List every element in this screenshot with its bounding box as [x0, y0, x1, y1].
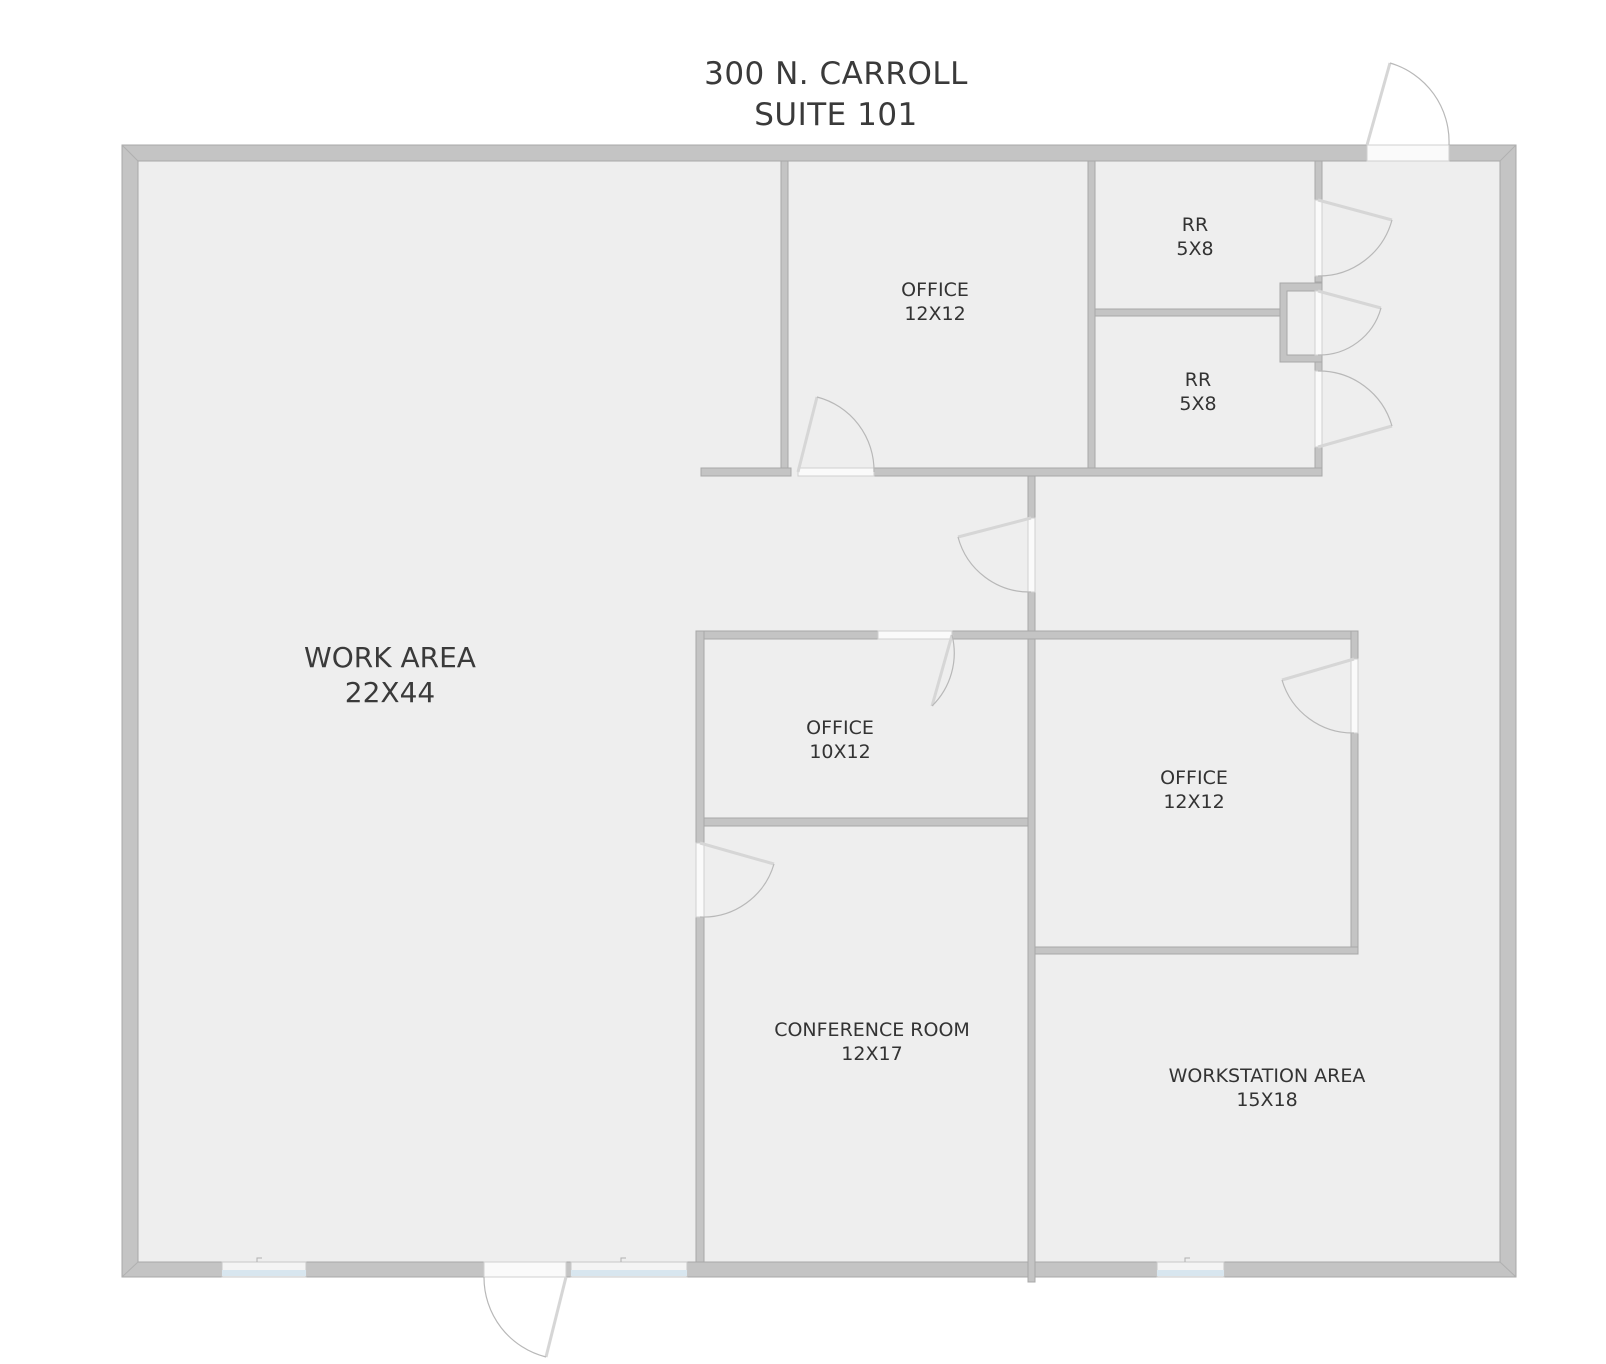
room-label-office-top: OFFICE 12X12 — [901, 278, 969, 326]
room-label-conference: CONFERENCE ROOM 12X17 — [774, 1018, 970, 1066]
room-size: 12X12 — [904, 303, 966, 325]
room-size: 22X44 — [344, 676, 436, 709]
room-size: 12X12 — [1163, 791, 1225, 813]
windows — [221, 1257, 1225, 1278]
floor-area — [138, 161, 1500, 1262]
room-name: WORK AREA — [304, 641, 476, 674]
room-label-rr-upper: RR 5X8 — [1176, 213, 1213, 261]
room-size: 12X17 — [841, 1043, 903, 1065]
room-name: RR — [1181, 214, 1209, 236]
room-name: CONFERENCE ROOM — [774, 1019, 970, 1041]
door-swings — [483, 62, 1450, 1358]
title-line-address: 300 N. CARROLL — [704, 56, 968, 92]
room-size: 10X12 — [809, 741, 871, 763]
wall-corner-lines — [121, 144, 1517, 1278]
room-name: WORKSTATION AREA — [1168, 1065, 1366, 1087]
room-size: 5X8 — [1179, 393, 1217, 415]
room-name: RR — [1184, 369, 1212, 391]
title-line-suite: SUITE 101 — [754, 97, 918, 133]
room-label-workstation: WORKSTATION AREA 15X18 — [1169, 1064, 1366, 1112]
room-label-work-area: WORK AREA 22X44 — [304, 640, 476, 710]
room-size: 15X18 — [1236, 1089, 1298, 1111]
room-name: OFFICE — [1160, 767, 1228, 789]
room-label-office-right: OFFICE 12X12 — [1160, 766, 1228, 814]
room-label-office-mid: OFFICE 10X12 — [806, 716, 874, 764]
room-name: OFFICE — [901, 279, 969, 301]
room-label-rr-lower: RR 5X8 — [1179, 368, 1216, 416]
room-name: OFFICE — [806, 717, 874, 739]
room-size: 5X8 — [1176, 238, 1214, 260]
